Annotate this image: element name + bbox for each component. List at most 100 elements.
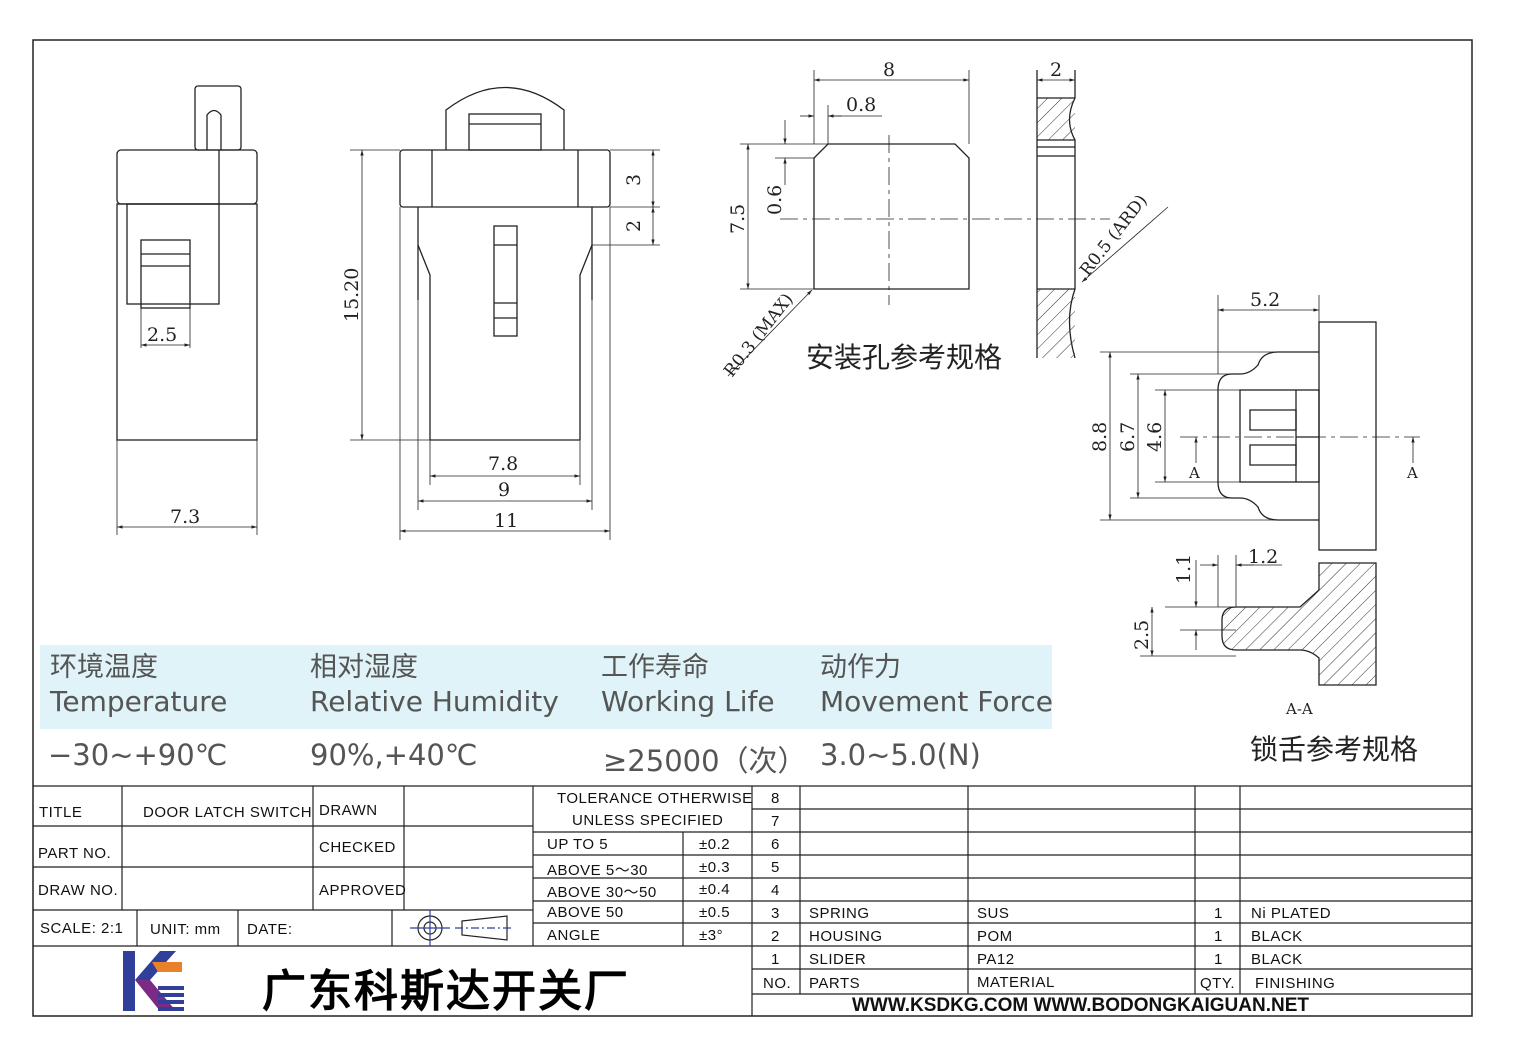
tolerance-range: ABOVE 5～30 (547, 862, 648, 879)
dim-7-5: 7.5 (727, 204, 749, 234)
spec-label-cn: 动作力 (820, 652, 901, 683)
dim-2-5-section: 2.5 (1131, 620, 1153, 650)
front-view (350, 86, 660, 540)
tolerance-value: ±0.2 (699, 836, 731, 853)
spec-humidity: 相对湿度 Relative Humidity (310, 652, 559, 720)
dim-8-8: 8.8 (1089, 422, 1111, 452)
mounting-hole-view (727, 70, 1169, 377)
dim-6-7: 6.7 (1117, 422, 1139, 452)
bom-material: PA12 (977, 951, 1015, 968)
hatch-bottom (1037, 289, 1075, 358)
bom-no: 3 (771, 905, 780, 922)
bom-parts: SPRING (809, 905, 870, 922)
bom-no: 7 (771, 813, 780, 830)
bom-header-finishing: FINISHING (1255, 975, 1336, 992)
spec-value-movement-force: 3.0~5.0(N) (820, 738, 981, 772)
dim-2-5-side: 2.5 (147, 324, 177, 346)
bom-qty: 1 (1214, 928, 1223, 945)
side-view (116, 85, 258, 535)
tolerance-range: ABOVE 30～50 (547, 884, 657, 901)
spec-label-en: Movement Force (820, 685, 1053, 718)
latch-tongue-view (1100, 295, 1420, 686)
hatch-top (1037, 98, 1075, 140)
bom-finishing: Ni PLATED (1251, 905, 1332, 922)
dim-11: 11 (494, 510, 518, 532)
title-value: DOOR LATCH SWITCH (143, 804, 313, 821)
dim-r0-5: R0.5 (ARD) (1076, 191, 1152, 280)
tolerance-value: ±0.3 (699, 859, 731, 876)
bom-header-parts: PARTS (809, 975, 861, 992)
dim-3: 3 (623, 174, 645, 186)
website-links: WWW.KSDKG.COM WWW.BODONGKAIGUAN.NET (852, 995, 1310, 1016)
section-label: A-A (1285, 700, 1313, 718)
dim-7-3: 7.3 (170, 506, 200, 528)
bom-no: 8 (771, 790, 780, 807)
bom-no: 1 (771, 951, 780, 968)
date-label: DATE: (247, 921, 293, 938)
spec-movement-force: 动作力 Movement Force (820, 652, 1053, 720)
bom-header-material: MATERIAL (977, 974, 1055, 991)
bom-finishing: BLACK (1251, 951, 1303, 968)
spec-panel (40, 645, 1052, 729)
dim-2-panel: 2 (1050, 59, 1062, 81)
tolerance-value: ±0.4 (699, 881, 731, 898)
bom-qty: 1 (1214, 905, 1223, 922)
company-logo-icon (123, 951, 184, 1011)
dim-1-2: 1.2 (1248, 546, 1278, 568)
checked-label: CHECKED (319, 839, 396, 856)
tolerance-range: ABOVE 50 (547, 904, 624, 921)
dim-1-1: 1.1 (1173, 554, 1195, 584)
spec-label-cn: 工作寿命 (601, 652, 709, 683)
spec-label-cn: 环境温度 (50, 652, 158, 683)
bom-material: SUS (977, 905, 1010, 922)
scale-label: SCALE: 2:1 (40, 920, 124, 937)
bom-no: 4 (771, 882, 780, 899)
bom-material: POM (977, 928, 1013, 945)
section-mark-right: A (1406, 464, 1418, 482)
title-block-grid (33, 785, 1472, 1016)
bom-no: 5 (771, 859, 780, 876)
dim-7-8: 7.8 (488, 453, 518, 475)
part-no-label: PART NO. (38, 845, 112, 862)
bom-parts: SLIDER (809, 951, 867, 968)
bom-qty: 1 (1214, 951, 1223, 968)
spec-value-humidity: 90%,+40℃ (310, 738, 478, 772)
spec-label-en: Working Life (601, 685, 775, 718)
dim-r0-3: R0.3 (MAX) (720, 290, 798, 381)
drawn-label: DRAWN (319, 802, 378, 819)
approved-label: APPROVED (319, 882, 407, 899)
tolerance-header-2: UNLESS SPECIFIED (572, 812, 724, 829)
spec-value-temperature: −30~+90℃ (48, 738, 228, 772)
bom-header-qty: QTY. (1200, 975, 1236, 992)
spec-label-cn: 相对湿度 (310, 652, 418, 683)
tolerance-range: ANGLE (547, 927, 601, 944)
title-label: TITLE (39, 804, 83, 821)
bom-finishing: BLACK (1251, 928, 1303, 945)
dim-0-8: 0.8 (846, 94, 876, 116)
spec-value-working-life: ≥25000（次） (603, 744, 807, 778)
tolerance-range: UP TO 5 (547, 836, 609, 853)
tolerance-header-1: TOLERANCE OTHERWISE (557, 790, 753, 807)
spec-label-en: Relative Humidity (310, 685, 559, 718)
bom-parts: HOUSING (809, 928, 883, 945)
dim-2-front: 2 (623, 220, 645, 232)
dim-8: 8 (883, 59, 895, 81)
section-mark-left: A (1188, 464, 1200, 482)
dim-0-6: 0.6 (764, 185, 786, 215)
draw-no-label: DRAW NO. (38, 882, 119, 899)
dim-15-20: 15.20 (341, 268, 363, 322)
dim-9: 9 (498, 479, 510, 501)
company-name: 广东科斯达开关厂 (262, 966, 630, 1017)
caption-mounting-hole: 安装孔参考规格 (806, 341, 1002, 374)
tolerance-value: ±3° (699, 927, 724, 944)
caption-latch-tongue: 锁舌参考规格 (1250, 733, 1418, 766)
tolerance-value: ±0.5 (699, 904, 731, 921)
bom-no: 6 (771, 836, 780, 853)
spec-working-life: 工作寿命 Working Life (601, 652, 775, 720)
projection-symbol-icon (410, 910, 514, 946)
spec-temperature: 环境温度 Temperature (50, 652, 227, 720)
bom-no: 2 (771, 928, 780, 945)
unit-label: UNIT: mm (150, 921, 221, 938)
spec-label-en: Temperature (50, 685, 228, 718)
